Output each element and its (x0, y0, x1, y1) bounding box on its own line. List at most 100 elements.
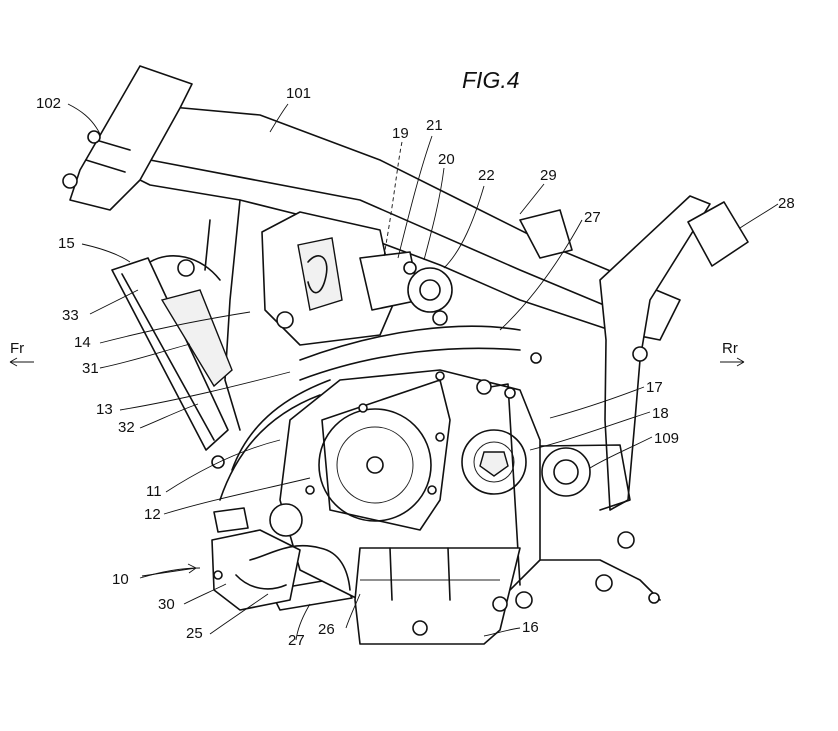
shift-rod-upper-joint (476, 379, 492, 395)
thermostat-housing (269, 503, 303, 537)
label-15: 15 (58, 235, 75, 252)
oil-pan-body (354, 547, 521, 645)
arrowhead-10-icon (187, 563, 197, 574)
coolant-hose-26 (249, 544, 351, 591)
leader-21 (397, 135, 433, 259)
exhaust-pipe-front-edge (219, 394, 321, 501)
label-18: 18 (652, 405, 669, 422)
frame-down-tube (224, 199, 241, 431)
radiator-lower-mount (211, 455, 225, 469)
leader-31 (99, 343, 191, 369)
leader-10 (139, 567, 201, 579)
label-14: 14 (74, 334, 91, 351)
sprocket-hub (479, 451, 509, 477)
water-pump-inlet (213, 507, 249, 533)
leader-11 (165, 439, 281, 493)
water-pump-housing (211, 529, 301, 611)
cover-bolt-4 (305, 485, 315, 495)
frame-brace (204, 219, 211, 271)
front-arrowhead-icon (9, 357, 18, 367)
exhaust-29 (519, 209, 573, 259)
footrest-bracket-bolt (595, 574, 613, 592)
label-22: 22 (478, 167, 495, 184)
steering-head (69, 65, 193, 211)
leader-32 (139, 403, 199, 429)
rear-frame-bracket (599, 195, 711, 511)
label-12: 12 (144, 506, 161, 523)
oil-pan-bolt (492, 596, 508, 612)
leader-33 (89, 289, 139, 315)
crankcase (279, 352, 661, 609)
exhaust-pipe-front (231, 379, 331, 471)
steering-head-bolt (87, 130, 101, 144)
leader-29 (519, 183, 545, 215)
leader-101 (269, 103, 289, 133)
cylinder-head (261, 211, 453, 346)
water-pump-assembly (211, 503, 351, 611)
arrow-10-icon (141, 567, 197, 577)
oil-drain-plug (412, 620, 428, 636)
steering-head-detail (85, 139, 131, 173)
exhaust-pipe-upper-lower-edge (299, 347, 521, 381)
leader-13 (119, 371, 291, 411)
rear-direction-label: Rr (722, 340, 738, 357)
leader-lines (67, 103, 779, 641)
figure-title: FIG.4 (462, 67, 520, 93)
radiator-assembly (111, 255, 233, 469)
clutch-cover-ring (336, 426, 414, 504)
label-30: 30 (158, 596, 175, 613)
exhaust-pipe-upper (299, 325, 521, 361)
label-31: 31 (82, 360, 99, 377)
radiator-core (111, 257, 229, 451)
engine-mount-bolt-2 (504, 387, 516, 399)
spark-plug-boss (297, 237, 343, 311)
reference-labels: 102 101 19 21 20 22 29 27 28 15 33 14 31… (36, 85, 795, 649)
oil-pan-ribs (389, 547, 451, 601)
label-28: 28 (778, 195, 795, 212)
shift-rod (483, 383, 521, 586)
label-109: 109 (654, 430, 679, 447)
leader-18 (529, 411, 651, 451)
label-19: 19 (392, 125, 409, 142)
radiator-fin-line (121, 273, 215, 441)
cover-bolt-2 (435, 432, 445, 442)
leader-109 (589, 436, 653, 469)
label-11: 11 (146, 483, 162, 500)
label-27-top: 27 (584, 209, 601, 226)
label-32: 32 (118, 419, 135, 436)
engine-mount-bolt (530, 352, 542, 364)
footrest-bracket-bolt-2 (617, 531, 635, 549)
leader-14 (99, 311, 251, 344)
leader-19 (383, 141, 403, 257)
leader-16 (483, 627, 521, 637)
label-27-bottom: 27 (288, 632, 305, 649)
intake-bolt (432, 310, 448, 326)
label-21: 21 (426, 117, 443, 134)
throttle-sensor (403, 261, 417, 275)
label-13: 13 (96, 401, 113, 418)
leader-30 (183, 583, 227, 605)
leader-12 (163, 477, 311, 515)
rear-arrowhead-icon (736, 357, 745, 367)
leader-25 (209, 593, 269, 635)
label-102: 102 (36, 95, 61, 112)
exhaust-system (219, 209, 573, 611)
sprocket-ring (473, 441, 515, 483)
cover-bolt-3 (427, 485, 437, 495)
footrest-end-bolt (648, 592, 660, 604)
radiator-hose-15 (149, 255, 221, 281)
leader-27-top (499, 219, 583, 331)
label-33: 33 (62, 307, 79, 324)
main-frame (62, 65, 749, 511)
pivot-plate (539, 444, 631, 511)
leader-28 (739, 203, 779, 229)
label-26: 26 (318, 621, 335, 638)
intake-port-inner (419, 279, 441, 301)
leader-17 (549, 386, 645, 419)
leader-22 (443, 185, 485, 269)
cover-bolt-5 (435, 371, 445, 381)
coolant-hose-25 (235, 574, 287, 590)
label-25: 25 (186, 625, 203, 642)
